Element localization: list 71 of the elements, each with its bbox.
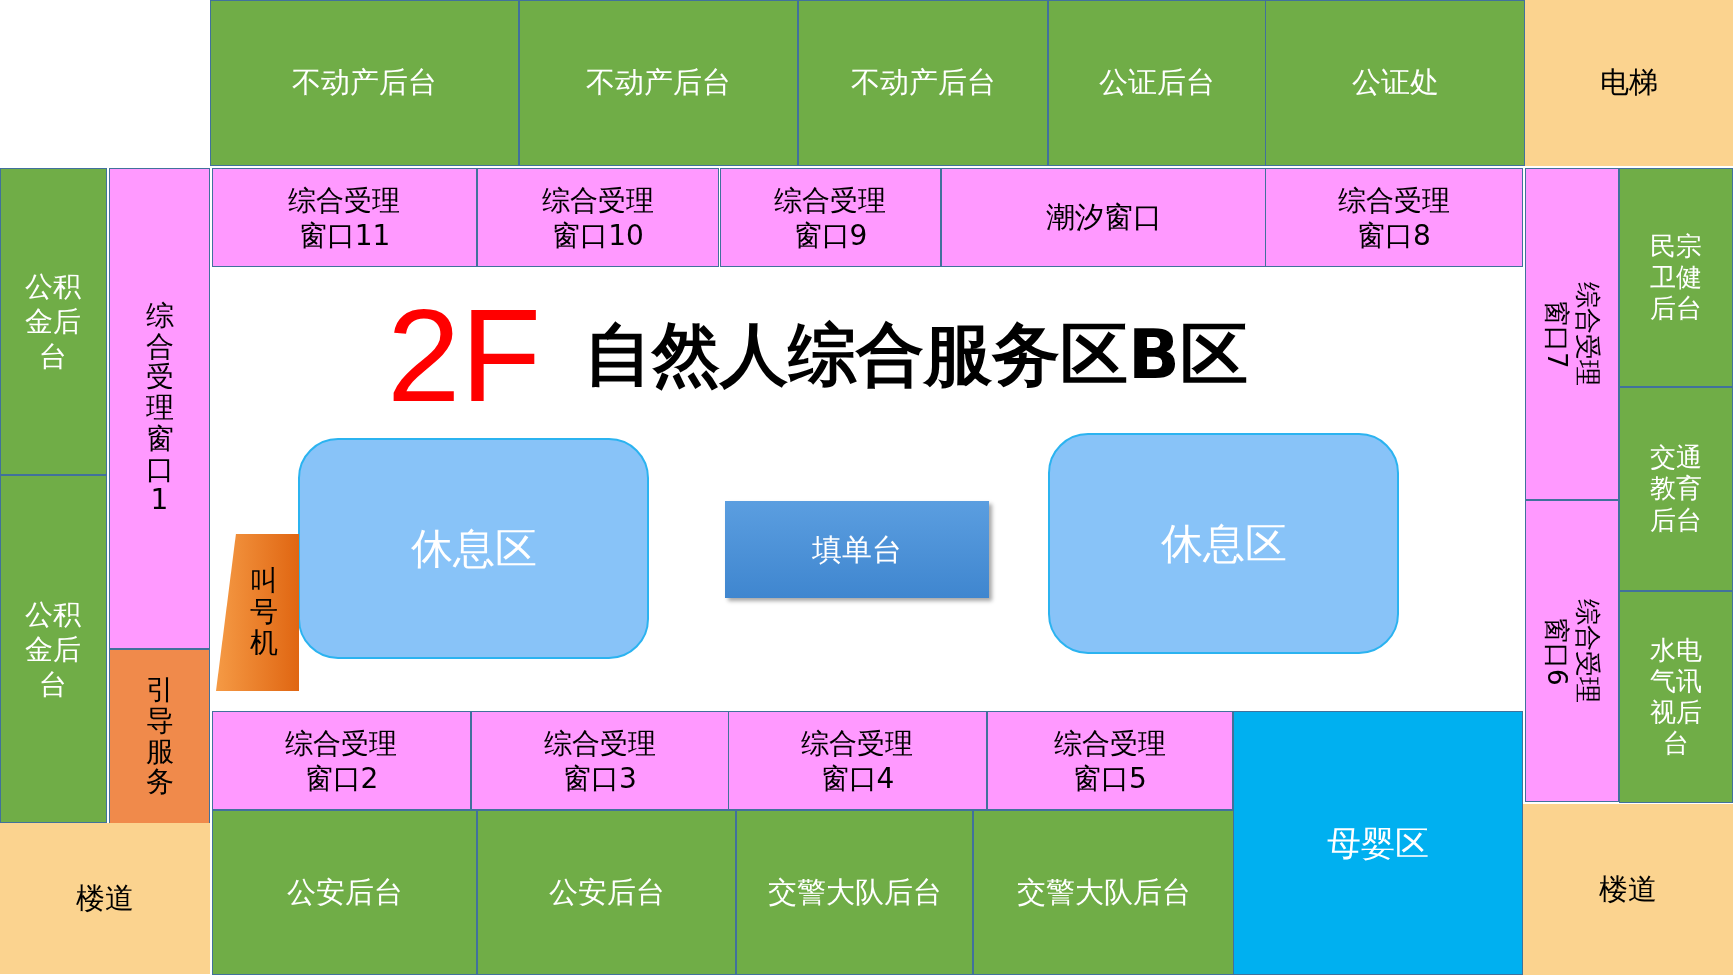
back-office-room: [1048, 0, 1266, 166]
room-label: 楼道: [76, 879, 134, 917]
room-label: 综合受理窗口7: [1541, 281, 1604, 388]
room-label: 公安后台: [286, 873, 403, 911]
room-label: 民宗卫健后台: [1649, 230, 1703, 325]
service-window: [1525, 168, 1619, 500]
service-window: [212, 168, 477, 267]
room-label: 综合受理窗口11: [287, 182, 402, 253]
service-window: [471, 711, 729, 810]
room-label: 不动产后台: [850, 64, 996, 102]
room-label: 水电气讯视后台: [1649, 634, 1703, 760]
back-office-room: [477, 810, 736, 975]
room-label: 不动产后台: [292, 64, 437, 102]
room-label: 综合受理窗口10: [541, 182, 655, 253]
back-office-room: [973, 810, 1234, 975]
room-label: 交通教育后台: [1649, 442, 1703, 536]
service-window: [728, 711, 987, 810]
service-window: [987, 711, 1233, 810]
back-office-room: [1619, 168, 1733, 387]
service-window: [720, 168, 941, 267]
back-office-room: [1265, 0, 1525, 166]
room-label: 休息区: [410, 523, 537, 575]
room-label: 引导服务: [145, 674, 174, 799]
stairway-area: [0, 823, 210, 974]
area-title: 自然人综合服务区B区: [584, 321, 1248, 389]
rest-area: [1048, 433, 1399, 654]
room-label: 叫号机: [249, 566, 278, 659]
rest-area: [298, 438, 649, 659]
room-label: 综合受理窗口6: [1541, 598, 1604, 705]
room-label: 公证处: [1351, 64, 1439, 102]
room-label: 电梯: [1600, 64, 1658, 102]
floor-number: 2F: [387, 290, 542, 422]
back-office-room: [210, 0, 519, 166]
nursing-room: [1233, 711, 1523, 975]
service-window: [1525, 500, 1619, 802]
room-label: 综合受理窗口5: [1053, 725, 1167, 796]
room-label: 综合受理窗口2: [284, 725, 399, 796]
room-label: 公安后台: [548, 873, 665, 911]
room-label: 公积金后台: [24, 596, 83, 702]
back-office-room: [519, 0, 798, 166]
room-label: 交警大队后台: [767, 873, 942, 911]
back-office-room: [1619, 387, 1733, 591]
room-label: 填单台: [812, 531, 902, 569]
guide-desk: [109, 649, 210, 824]
room-label: 母婴区: [1327, 821, 1429, 865]
room-label: 潮汐窗口: [1045, 198, 1162, 236]
back-office-room: [0, 168, 107, 475]
back-office-room: [0, 475, 107, 823]
back-office-room: [736, 810, 973, 975]
room-label: 综合受理窗口8: [1337, 182, 1451, 253]
room-label: 综合受理窗口9: [773, 182, 888, 253]
back-office-room: [798, 0, 1048, 166]
stairway-area: [1523, 804, 1733, 975]
back-office-room: [1619, 591, 1733, 803]
room-label: 休息区: [1160, 518, 1287, 570]
room-label: 楼道: [1599, 870, 1657, 908]
service-window: [1265, 168, 1523, 267]
room-label: 公积金后台: [24, 269, 83, 374]
stairway-area: [1525, 0, 1733, 166]
room-label: 综合受理窗口3: [543, 725, 657, 796]
service-window: [941, 168, 1266, 267]
service-window: [109, 168, 210, 649]
form-filling-desk: [725, 501, 989, 598]
service-window: [212, 711, 471, 810]
room-label: 公证后台: [1099, 64, 1215, 102]
service-window: [477, 168, 719, 267]
room-label: 交警大队后台: [1016, 873, 1191, 911]
room-label: 不动产后台: [586, 64, 731, 102]
back-office-room: [212, 810, 477, 975]
room-label: 综合受理窗口4: [800, 725, 915, 796]
room-label: 综合受理窗口1: [145, 300, 174, 517]
